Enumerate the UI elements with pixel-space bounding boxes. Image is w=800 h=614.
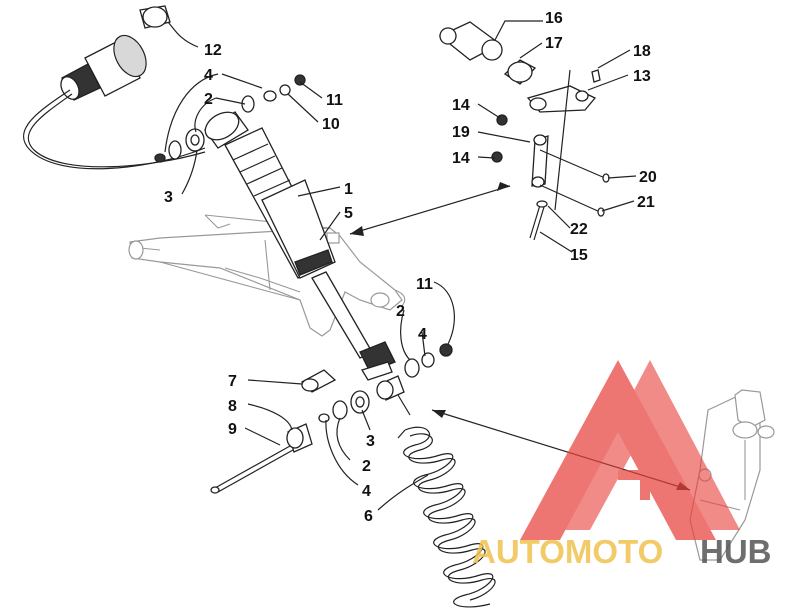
- callout-9: 9: [228, 421, 237, 438]
- callout-5: 5: [344, 205, 353, 222]
- callout-22: 22: [570, 221, 588, 238]
- callout-2-top: 2: [204, 91, 213, 108]
- callout-20: 20: [639, 169, 657, 186]
- upper-mount-hardware: [154, 74, 306, 163]
- callout-19: 19: [452, 124, 470, 141]
- shock-absorber: [204, 111, 396, 381]
- callout-4-mid: 4: [418, 326, 427, 343]
- callout-14-top: 14: [452, 97, 470, 114]
- coil-spring: [397, 426, 496, 608]
- callout-17: 17: [545, 35, 563, 52]
- callout-14-bottom: 14: [452, 150, 470, 167]
- watermark-word-automoto: AUTOMOTO: [472, 533, 663, 570]
- callout-16: 16: [545, 10, 563, 27]
- callout-7: 7: [228, 373, 237, 390]
- callout-1: 1: [344, 181, 353, 198]
- callout-2-mid: 2: [396, 303, 405, 320]
- callout-4-top: 4: [204, 67, 213, 84]
- reservoir-canister: [23, 5, 206, 170]
- watermark-triangle-inner: [560, 360, 740, 530]
- callout-18: 18: [633, 43, 651, 60]
- callout-10: 10: [322, 116, 340, 133]
- callout-13: 13: [633, 68, 651, 85]
- callout-4-bottom: 4: [362, 483, 371, 500]
- watermark-logo: [520, 360, 740, 540]
- rocker-linkage: [438, 21, 610, 241]
- lower-mount-hardware: [210, 343, 453, 494]
- callout-11-top: 11: [326, 92, 343, 109]
- callout-12: 12: [204, 42, 222, 59]
- callout-3-top: 3: [164, 189, 173, 206]
- watermark-word-hub: HUB: [700, 533, 772, 570]
- callout-2-bottom: 2: [362, 458, 371, 475]
- callout-8: 8: [228, 398, 237, 415]
- callout-3-bottom: 3: [366, 433, 375, 450]
- callout-11-bottom: 11: [416, 276, 433, 293]
- leader-lines: [164, 20, 637, 511]
- callout-6: 6: [364, 508, 373, 525]
- callout-labels: 12 4 2 11 10 3 1 5 16 17 18 13 14 19 14 …: [164, 10, 657, 525]
- callout-21: 21: [637, 194, 655, 211]
- callout-15: 15: [570, 247, 588, 264]
- watermark-triangle-outer: [520, 360, 716, 540]
